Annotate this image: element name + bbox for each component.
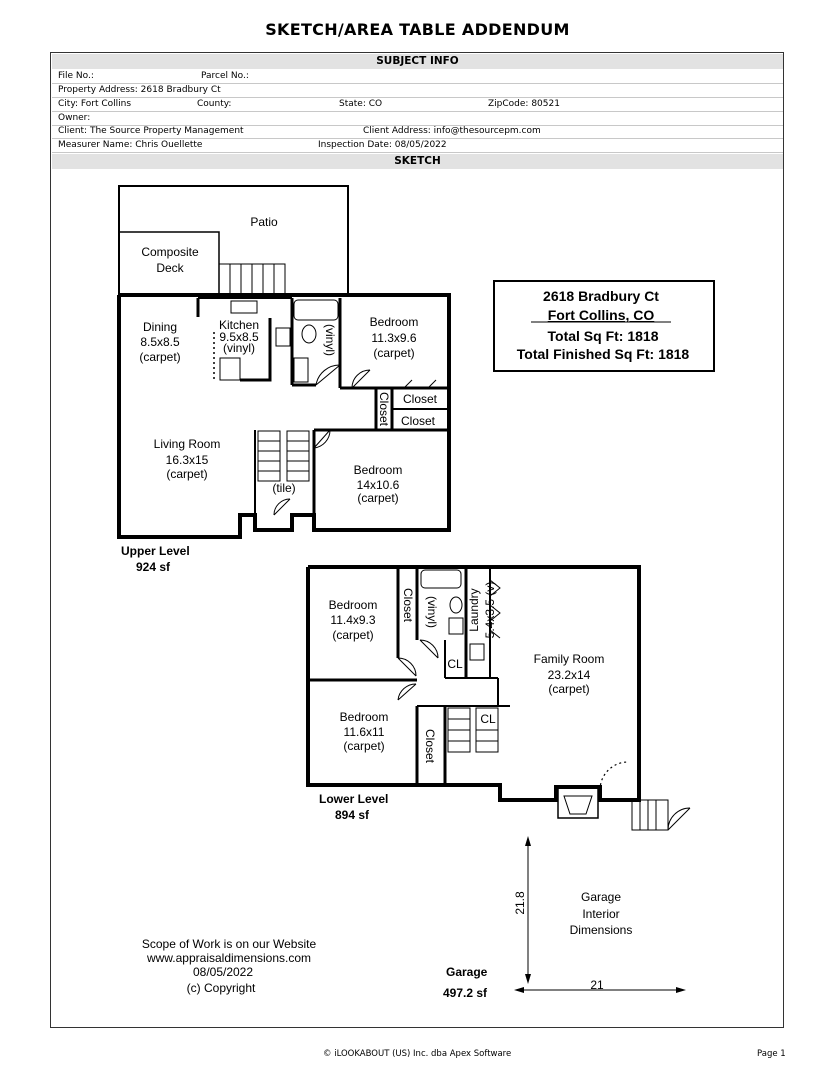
closet-upper-a: Closet (403, 392, 438, 406)
inspection-date: Inspection Date: 08/05/2022 (318, 140, 447, 150)
garage-label-1: Garage (581, 890, 621, 904)
closet-lower-2: Closet (423, 729, 437, 764)
garage-label-2: Interior (582, 907, 619, 921)
bedroom3-floor: (carpet) (332, 628, 373, 642)
lower-level-area: 894 sf (335, 808, 370, 822)
summary-finished-sqft: Total Finished Sq Ft: 1818 (517, 346, 690, 362)
laundry-dims: 5.4x3.5 (v) (483, 582, 497, 639)
client-address: Client Address: info@thesourcepm.com (363, 126, 541, 136)
zipcode: ZipCode: 80521 (488, 99, 560, 109)
scope-line-3: 08/05/2022 (193, 965, 253, 979)
addendum-frame: SUBJECT INFO File No.: Parcel No.: Prope… (50, 52, 784, 1028)
dining-label: Dining (143, 320, 177, 334)
kitchen-label: Kitchen (219, 318, 259, 332)
bedroom3-dims: 11.4x9.3 (330, 613, 375, 627)
living-room-floor: (carpet) (166, 467, 207, 481)
scope-line-1: Scope of Work is on our Website (142, 937, 317, 951)
property-address: Property Address: 2618 Bradbury Ct (58, 85, 221, 95)
lower-level-label: Lower Level (319, 792, 388, 806)
bedroom1-floor: (carpet) (373, 346, 414, 360)
bath-lower-floor: (vinyl) (425, 596, 439, 628)
scope-line-2: www.appraisaldimensions.com (146, 951, 311, 965)
laundry-label: Laundry (467, 588, 481, 631)
bedroom2-dims: 14x10.6 (357, 478, 400, 492)
info-row-address: Property Address: 2618 Bradbury Ct (52, 84, 783, 98)
measurer: Measurer Name: Chris Ouellette (58, 140, 203, 150)
bedroom4-floor: (carpet) (343, 739, 384, 753)
client: Client: The Source Property Management (58, 126, 244, 136)
closet-upper-b: Closet (401, 414, 436, 428)
scope-line-4: (c) Copyright (187, 981, 256, 995)
family-room-label: Family Room (534, 652, 605, 666)
family-room-floor: (carpet) (548, 682, 589, 696)
bedroom3-label: Bedroom (329, 598, 378, 612)
summary-city: Fort Collins, CO (548, 307, 655, 323)
kitchen-floor: (vinyl) (223, 341, 255, 355)
garage-label-3: Dimensions (570, 923, 633, 937)
info-row-measurer: Measurer Name: Chris Ouellette Inspectio… (52, 139, 783, 153)
garage-level-label: Garage (446, 965, 488, 979)
info-row-owner: Owner: (52, 112, 783, 126)
owner: Owner: (58, 113, 91, 123)
bedroom2-label: Bedroom (354, 463, 403, 477)
info-row-client: Client: The Source Property Management C… (52, 125, 783, 139)
living-room-dims: 16.3x15 (166, 453, 209, 467)
bedroom1-dims: 11.3x9.6 (371, 331, 416, 345)
deck-label-1: Composite (141, 245, 199, 259)
info-row-city: City: Fort Collins County: State: CO Zip… (52, 98, 783, 112)
garage-dim-vertical: 21.8 (513, 891, 527, 915)
kitchen-dims: 9.5x8.5 (219, 330, 259, 344)
dining-dims: 8.5x8.5 (140, 335, 180, 349)
summary-total-sqft: Total Sq Ft: 1818 (548, 328, 659, 344)
city: City: Fort Collins (58, 99, 132, 109)
bedroom4-dims: 11.6x11 (344, 725, 385, 739)
closet-cl-1: CL (447, 657, 463, 671)
deck-label-2: Deck (156, 261, 184, 275)
bath-upper-floor: (vinyl) (323, 324, 337, 356)
upper-level-area: 924 sf (136, 560, 171, 574)
summary-address: 2618 Bradbury Ct (543, 288, 659, 304)
info-row-file: File No.: Parcel No.: (52, 70, 783, 84)
closet-cl-2: CL (480, 712, 496, 726)
living-room-label: Living Room (154, 437, 221, 451)
county: County: (197, 99, 232, 109)
patio-label: Patio (250, 215, 278, 229)
page-title: SKETCH/AREA TABLE ADDENDUM (265, 20, 570, 39)
subject-info-header: SUBJECT INFO (52, 54, 783, 69)
state: State: CO (339, 99, 383, 109)
closet-lower-1: Closet (401, 588, 415, 623)
upper-level-label: Upper Level (121, 544, 190, 558)
dining-floor: (carpet) (139, 350, 180, 364)
garage-area: 497.2 sf (443, 986, 488, 1000)
closet-upper-vertical: Closet (377, 392, 391, 427)
parcel-no: Parcel No.: (201, 71, 249, 81)
footer-copyright: © iLOOKABOUT (US) Inc. dba Apex Software (323, 1049, 512, 1059)
garage-dim-horizontal: 21 (590, 978, 604, 992)
bedroom1-label: Bedroom (370, 315, 419, 329)
family-room-dims: 23.2x14 (548, 668, 591, 682)
bedroom4-label: Bedroom (340, 710, 389, 724)
file-no: File No.: (58, 71, 94, 81)
sketch-header: SKETCH (52, 154, 783, 169)
hall-floor: (tile) (272, 481, 295, 495)
footer-page-number: Page 1 (757, 1049, 786, 1059)
bedroom2-floor: (carpet) (357, 491, 398, 505)
